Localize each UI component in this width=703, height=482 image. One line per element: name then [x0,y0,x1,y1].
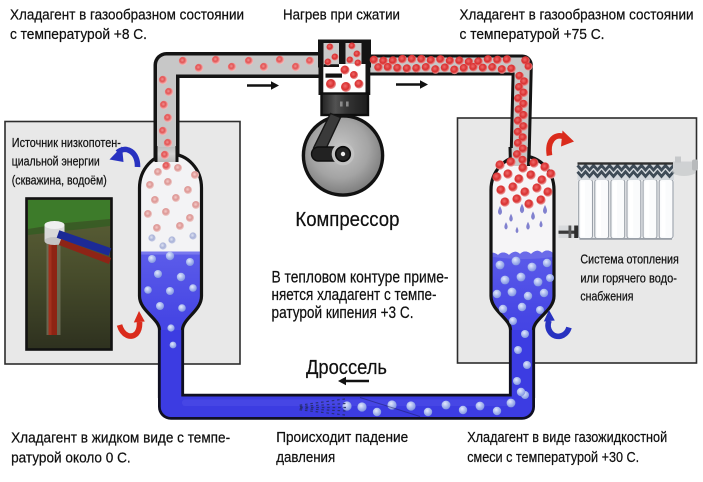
svg-text:няется хладагент с темпе-: няется хладагент с темпе- [272,286,437,304]
svg-text:циальной энергии: циальной энергии [12,154,100,169]
svg-text:Хладагент в газообразном состо: Хладагент в газообразном состоянии [10,8,244,24]
svg-text:давления: давления [276,450,335,466]
svg-text:Источник низкопотен-: Источник низкопотен- [12,135,121,150]
svg-text:Хладагент в виде газожидкостно: Хладагент в виде газожидкостной [467,430,667,446]
svg-text:Происходит падение: Происходит падение [276,430,408,446]
svg-text:Хладагент в газообразном состо: Хладагент в газообразном состоянии [460,8,694,24]
svg-text:смеси с температурой +30 С.: смеси с температурой +30 С. [467,450,639,466]
svg-text:Система отопления: Система отопления [580,252,678,267]
svg-text:Нагрев при сжатии: Нагрев при сжатии [283,8,400,24]
svg-text:В тепловом контуре приме-: В тепловом контуре приме- [272,268,449,286]
svg-text:Хладагент в жидком виде с темп: Хладагент в жидком виде с темпе- [11,430,230,446]
svg-text:или горячего водо-: или горячего водо- [580,271,677,286]
svg-text:с температурой +75 С.: с температурой +75 С. [460,27,605,43]
svg-text:Компрессор: Компрессор [295,208,399,231]
svg-text:ратурой кипения +3 С.: ратурой кипения +3 С. [272,304,414,322]
svg-text:снабжения: снабжения [580,289,633,304]
svg-text:с температурой +8 С.: с температурой +8 С. [10,27,147,43]
svg-text:ратурой около 0 С.: ратурой около 0 С. [11,451,131,467]
svg-text:Дроссель: Дроссель [306,356,387,379]
svg-text:(скважина, водоём): (скважина, водоём) [12,172,107,187]
